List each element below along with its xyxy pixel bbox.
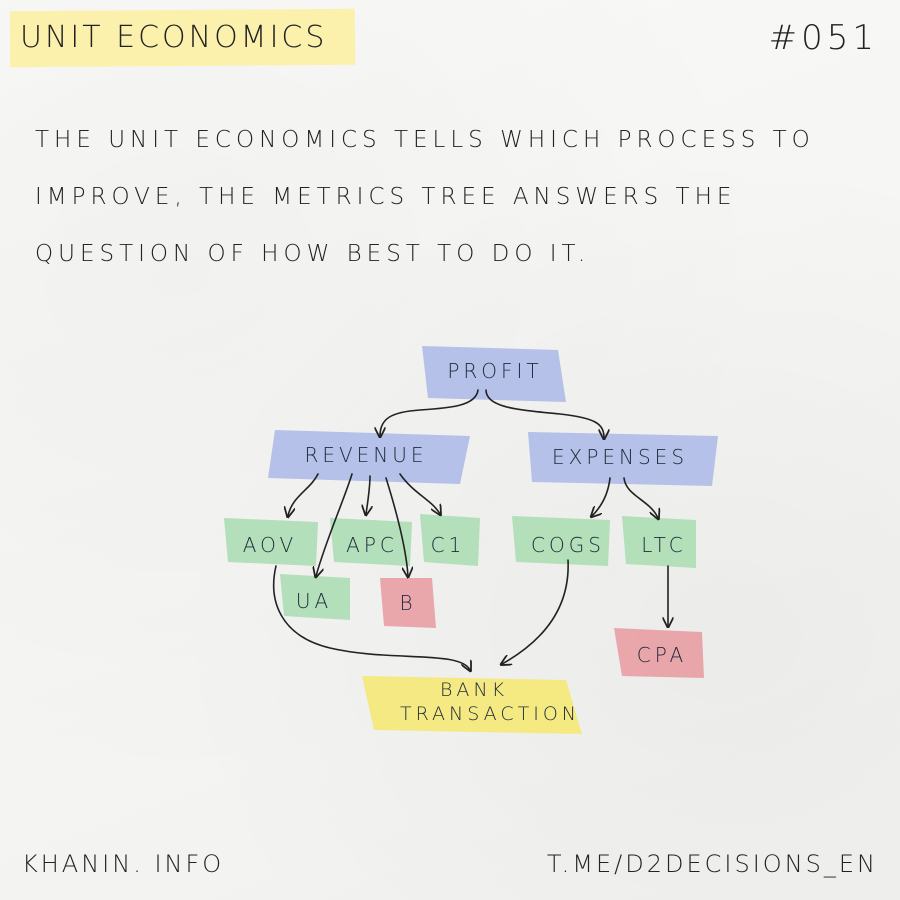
arrow-revenue-aov [288, 473, 319, 516]
ua-box [280, 574, 350, 620]
expenses-label: EXPENSES [552, 445, 688, 469]
ltc-label: LTC [641, 533, 686, 557]
bank-label-line-2: TRANSACTION [400, 703, 580, 725]
intro-line-3: QUESTION OF HOW BEST TO DO IT. [35, 241, 591, 267]
issue-number: #051 [768, 18, 878, 58]
intro-text: THE UNIT ECONOMICS TELLS WHICH PROCESS T… [35, 122, 855, 293]
aov-box [224, 518, 318, 566]
node-apc: APC [330, 518, 412, 566]
node-bank-transaction: BANK TRANSACTION [362, 676, 582, 734]
node-cogs: COGS [512, 516, 610, 566]
ua-label: UA [296, 589, 332, 613]
cogs-box [512, 516, 610, 566]
c1-box [420, 514, 480, 566]
intro-line-1: THE UNIT ECONOMICS TELLS WHICH PROCESS T… [35, 127, 815, 153]
intro-line-2: IMPROVE, THE METRICS TREE ANSWERS THE [35, 184, 737, 210]
cpa-box [614, 628, 704, 678]
arrow-revenue-c1 [399, 473, 440, 514]
b-box [380, 578, 436, 628]
revenue-label: REVENUE [304, 443, 427, 467]
c1-label: C1 [431, 533, 466, 557]
arrow-cogs-bank [502, 559, 569, 664]
footer-telegram-link[interactable]: T.ME/D2DECISIONS_EN [546, 850, 878, 878]
node-profit: PROFIT [422, 346, 566, 402]
tree-connectors [272, 389, 668, 670]
node-ua: UA [280, 574, 350, 620]
arrow-expenses-ltc [623, 477, 658, 518]
bank-transaction-box [362, 676, 582, 734]
arrow-revenue-ua [316, 473, 353, 576]
profit-box [422, 346, 566, 402]
revenue-box [268, 430, 470, 484]
arrow-aov-bank [272, 565, 470, 670]
node-c1: C1 [420, 514, 480, 566]
cogs-label: COGS [531, 533, 605, 557]
aov-label: AOV [243, 533, 297, 557]
node-revenue: REVENUE [268, 430, 470, 484]
node-aov: AOV [224, 518, 318, 566]
node-expenses: EXPENSES [528, 432, 718, 486]
apc-box [330, 518, 412, 566]
footer-site-link[interactable]: KHANIN. INFO [22, 850, 225, 878]
page-title: UNIT ECONOMICS [20, 20, 328, 55]
profit-label: PROFIT [447, 359, 542, 383]
expenses-box [528, 432, 718, 486]
arrow-expenses-cogs [592, 477, 611, 516]
cpa-label: CPA [637, 643, 687, 667]
arrow-revenue-b [385, 477, 408, 576]
node-cpa: CPA [614, 628, 704, 678]
bank-label-line-1: BANK [440, 679, 508, 701]
arrow-profit-revenue [380, 389, 479, 436]
ltc-box [622, 516, 696, 568]
node-ltc: LTC [622, 516, 696, 568]
arrow-profit-expenses [485, 389, 604, 438]
node-b: B [380, 578, 436, 628]
b-label: B [399, 591, 416, 615]
apc-label: APC [346, 533, 398, 557]
arrow-revenue-apc [366, 475, 370, 514]
